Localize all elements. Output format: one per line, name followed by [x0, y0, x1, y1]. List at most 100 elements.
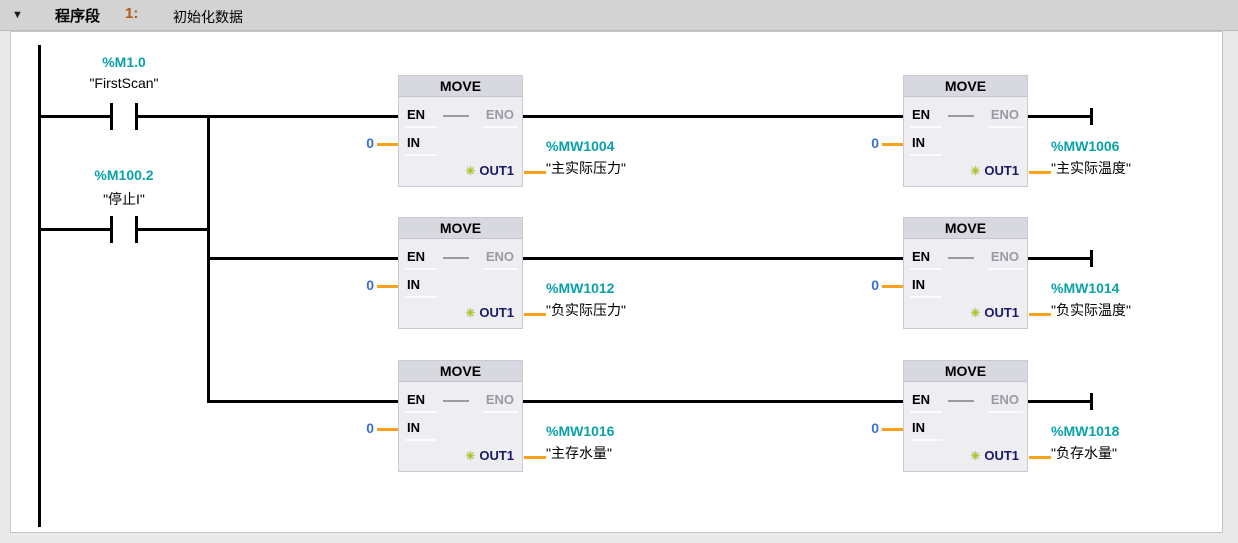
pin-underline [405, 126, 437, 128]
move-block-title: MOVE [399, 361, 522, 382]
pin-eno: ENO [485, 249, 514, 264]
pin-underline [483, 126, 518, 128]
wire-segment [207, 257, 398, 260]
contact-address[interactable]: %M100.2 [94, 167, 154, 183]
wire-out [1029, 171, 1051, 174]
out-modified-icon: ✳ [970, 306, 981, 320]
in-value[interactable]: 0 [366, 277, 374, 293]
in-value[interactable]: 0 [366, 135, 374, 151]
network-title[interactable]: 初始化数据 [173, 9, 243, 25]
pin-en: EN [407, 392, 426, 407]
wire-segment [38, 228, 112, 231]
out-modified-icon: ✳ [970, 449, 981, 463]
move-block-title: MOVE [904, 76, 1027, 97]
output-operand[interactable]: %MW1014 "负实际温度" [1051, 280, 1238, 320]
in-value[interactable]: 0 [871, 277, 879, 293]
output-operand[interactable]: %MW1012 "负实际压力" [546, 280, 736, 320]
move-block-title: MOVE [399, 218, 522, 239]
output-operand[interactable]: %MW1018 "负存水量" [1051, 423, 1238, 463]
pin-out1: OUT1 [479, 448, 514, 463]
pin-eno: ENO [485, 392, 514, 407]
output-address[interactable]: %MW1018 [1051, 423, 1120, 439]
output-operand[interactable]: %MW1006 "主实际温度" [1051, 138, 1238, 178]
en-eno-separator [443, 257, 469, 259]
output-operand[interactable]: %MW1016 "主存水量" [546, 423, 736, 463]
network-label: 程序段 [55, 8, 101, 25]
contact-bar-right[interactable] [135, 216, 138, 243]
move-block[interactable]: MOVE EN ENO IN ✳OUT1 [903, 75, 1028, 187]
en-eno-separator [948, 400, 974, 402]
output-operand[interactable]: %MW1004 "主实际压力" [546, 138, 736, 178]
output-name[interactable]: "负实际温度" [1051, 302, 1131, 318]
output-name[interactable]: "负实际压力" [546, 302, 626, 318]
wire-segment [138, 115, 398, 118]
move-block[interactable]: MOVE EN ENO IN ✳OUT1 [903, 360, 1028, 472]
wire-out [1029, 313, 1051, 316]
wire-in [882, 428, 903, 431]
wire-out [524, 313, 546, 316]
pin-underline [910, 439, 942, 441]
contact-bar-right[interactable] [135, 103, 138, 130]
wire-out [524, 171, 546, 174]
pin-eno: ENO [990, 249, 1019, 264]
wire-segment [523, 400, 903, 403]
pin-out1: OUT1 [479, 305, 514, 320]
move-block[interactable]: MOVE EN ENO IN ✳OUT1 [398, 75, 523, 187]
contact-bar-left[interactable] [110, 103, 113, 130]
output-address[interactable]: %MW1016 [546, 423, 615, 439]
rung-end-terminal [1090, 393, 1093, 410]
wire-segment [523, 115, 903, 118]
pin-en: EN [407, 249, 426, 264]
in-value[interactable]: 0 [871, 135, 879, 151]
wire-in [377, 428, 398, 431]
pin-underline [405, 154, 437, 156]
pin-in: IN [407, 135, 420, 150]
wire-segment [1028, 257, 1092, 260]
wire-segment [1028, 115, 1092, 118]
wire-segment [207, 400, 398, 403]
move-block-title: MOVE [399, 76, 522, 97]
en-eno-separator [948, 115, 974, 117]
pin-underline [405, 439, 437, 441]
contact-name[interactable]: "停止I" [103, 191, 145, 207]
rung-end-terminal [1090, 108, 1093, 125]
power-rail [38, 45, 41, 527]
pin-underline [910, 411, 942, 413]
output-address[interactable]: %MW1006 [1051, 138, 1120, 154]
wire-out [1029, 456, 1051, 459]
in-value[interactable]: 0 [871, 420, 879, 436]
move-block[interactable]: MOVE EN ENO IN ✳OUT1 [398, 217, 523, 329]
in-value[interactable]: 0 [366, 420, 374, 436]
pin-in: IN [912, 420, 925, 435]
pin-in: IN [912, 277, 925, 292]
output-name[interactable]: "主存水量" [546, 445, 612, 461]
pin-in: IN [407, 420, 420, 435]
rung-end-terminal [1090, 250, 1093, 267]
output-name[interactable]: "主实际压力" [546, 160, 626, 176]
pin-out1: OUT1 [479, 163, 514, 178]
move-block[interactable]: MOVE EN ENO IN ✳OUT1 [903, 217, 1028, 329]
network-header-bar: ▼ 程序段 1: 初始化数据 [0, 0, 1238, 31]
contact-bar-left[interactable] [110, 216, 113, 243]
output-address[interactable]: %MW1012 [546, 280, 615, 296]
pin-out1: OUT1 [984, 305, 1019, 320]
pin-eno: ENO [990, 392, 1019, 407]
output-address[interactable]: %MW1014 [1051, 280, 1120, 296]
wire-in [377, 143, 398, 146]
pin-in: IN [407, 277, 420, 292]
pin-underline [988, 126, 1023, 128]
output-name[interactable]: "负存水量" [1051, 445, 1117, 461]
pin-eno: ENO [990, 107, 1019, 122]
pin-en: EN [912, 392, 931, 407]
out-modified-icon: ✳ [465, 306, 476, 320]
move-block[interactable]: MOVE EN ENO IN ✳OUT1 [398, 360, 523, 472]
contact-address[interactable]: %M1.0 [102, 54, 146, 70]
contact-name[interactable]: "FirstScan" [89, 75, 159, 91]
output-name[interactable]: "主实际温度" [1051, 160, 1131, 176]
pin-en: EN [407, 107, 426, 122]
collapse-icon[interactable]: ▼ [12, 9, 23, 21]
out-modified-icon: ✳ [465, 449, 476, 463]
pin-underline [483, 268, 518, 270]
wire-in [882, 285, 903, 288]
output-address[interactable]: %MW1004 [546, 138, 615, 154]
